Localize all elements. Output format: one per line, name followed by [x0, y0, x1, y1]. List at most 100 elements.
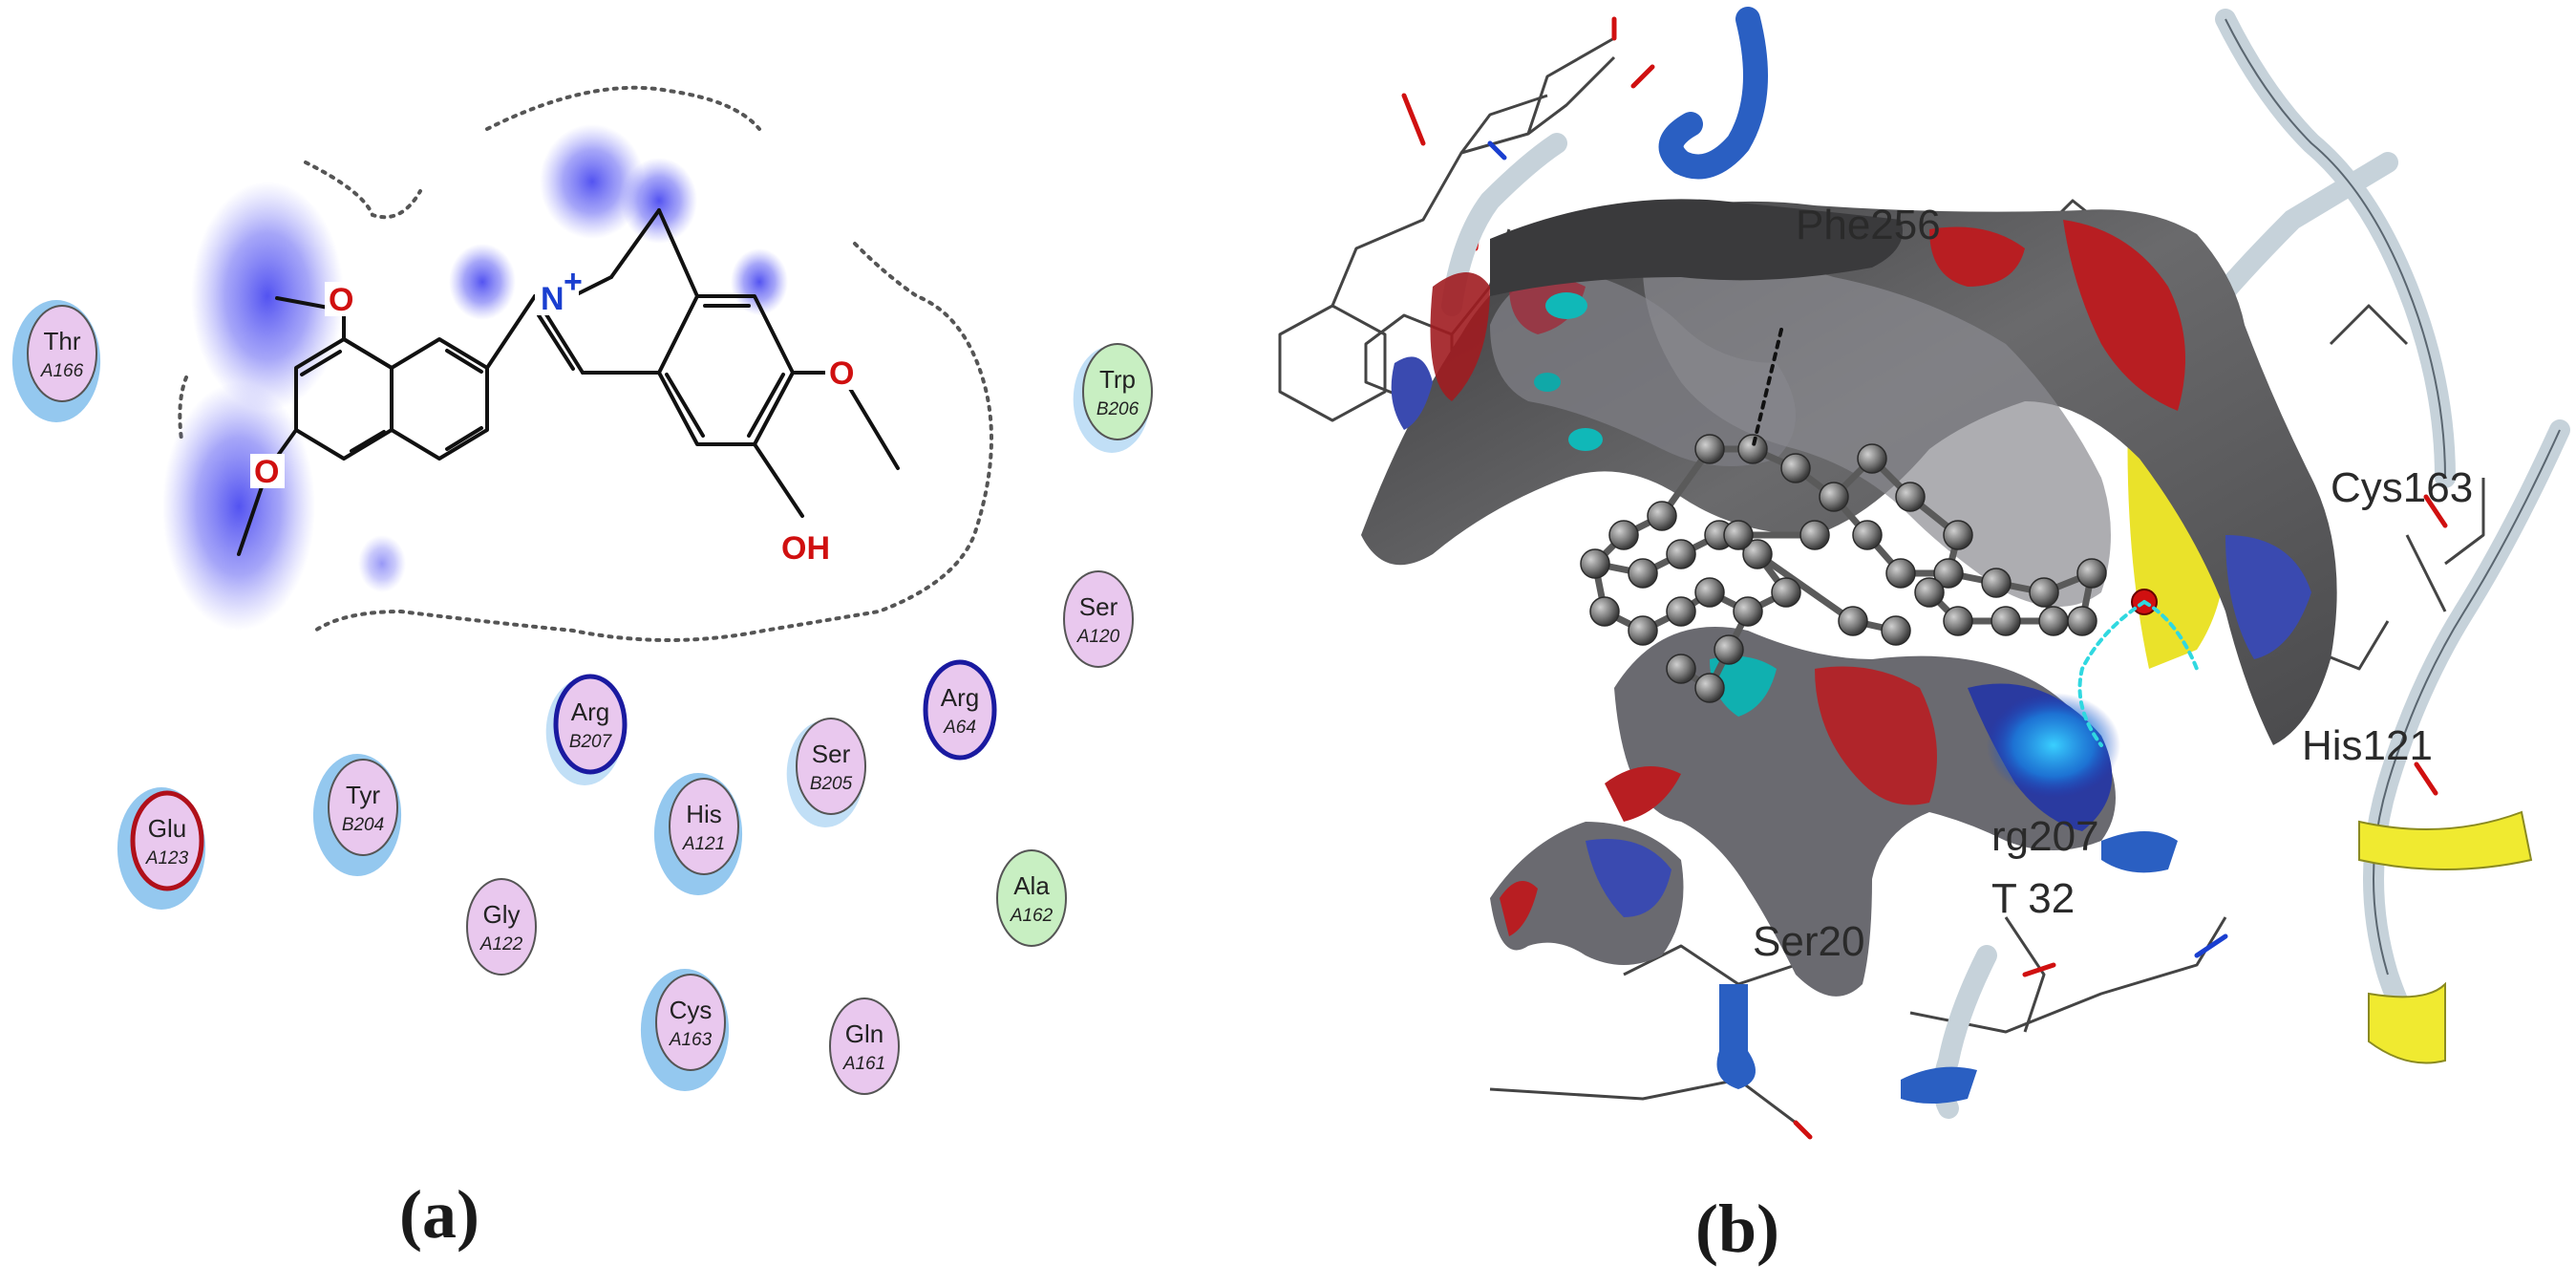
- ligand-ball-and-stick: [1580, 434, 2107, 703]
- residue-labels-3d: Phe256 Cys163 His121 rg207 T 32 Ser20: [1753, 202, 2473, 965]
- ligand-bond: [1755, 551, 1856, 624]
- residue-chain-id: B205: [810, 774, 853, 794]
- residue-disc: [553, 674, 628, 775]
- label-phe256: Phe256: [1796, 202, 1941, 248]
- residue-name: Ala: [1013, 871, 1050, 900]
- residue-chain-id: A123: [145, 848, 189, 869]
- label-thr32: T 32: [1991, 875, 2075, 922]
- blue-ribbon-stubs: [1716, 831, 2178, 1104]
- interaction-lines: [1751, 328, 2199, 747]
- residue-disc: [829, 997, 900, 1095]
- blue-ribbon-top: [1658, 7, 1768, 180]
- ligand-atom: [1737, 434, 1768, 464]
- ligand-atom: [2067, 606, 2097, 636]
- residue-name: Glu: [148, 814, 186, 843]
- residue-chain-id: B206: [1096, 399, 1139, 419]
- nitrogen-charge-label: +: [564, 264, 583, 300]
- residue-disc: [923, 659, 997, 761]
- oxygen-atom-label-lower: O: [254, 454, 279, 490]
- ligand-atom: [1628, 558, 1658, 589]
- residue-name: Thr: [44, 327, 81, 355]
- residue-disc: [1063, 570, 1134, 668]
- residue-name: Gly: [483, 900, 521, 929]
- label-ser205: Ser20: [1753, 918, 1864, 965]
- oxygen-atom-label-upper: O: [329, 282, 353, 318]
- residue-chain-id: A166: [40, 361, 84, 381]
- residue-name: Trp: [1099, 365, 1136, 394]
- label-his121: His121: [2302, 722, 2433, 769]
- residue-disc: [1082, 343, 1153, 440]
- residue-name: Arg: [571, 697, 609, 726]
- residue-disc: [466, 878, 537, 976]
- ligand-atom-labels: N + O O O OH: [250, 264, 860, 567]
- ligand-atom: [2038, 606, 2069, 636]
- label-cys163: Cys163: [2331, 464, 2473, 511]
- ligand-atom: [1943, 606, 1973, 636]
- residue-disc: [796, 718, 866, 815]
- ligand-atom: [1647, 501, 1677, 531]
- residue-name: Cys: [670, 996, 713, 1024]
- label-arg207: rg207: [1991, 813, 2099, 860]
- panel-label-b: (b): [1695, 1190, 1779, 1267]
- residue-disc: [27, 305, 97, 402]
- ligand-atom: [2029, 577, 2059, 608]
- ligand-atom: [1733, 596, 1763, 627]
- ligand-atom: [1666, 654, 1696, 684]
- residue-name: Tyr: [346, 781, 380, 809]
- ligand-atom: [2076, 558, 2107, 589]
- ligand-atom: [1694, 434, 1725, 464]
- oxygen-atom-label-right: O: [829, 355, 854, 392]
- residue-chain-id: B207: [569, 732, 613, 752]
- residue-chain-id: A161: [842, 1054, 885, 1074]
- ligand-atom: [1857, 443, 1887, 474]
- molecular-surface: [1361, 199, 2337, 997]
- ligand-atom: [1943, 520, 1973, 550]
- ligand-atom: [1838, 606, 1868, 636]
- residue-chain-id: A120: [1076, 627, 1120, 647]
- ligand-atom: [1852, 520, 1883, 550]
- ligand-atom: [1666, 539, 1696, 569]
- residue-name: Ser: [812, 740, 851, 768]
- panel-label-a: (a): [399, 1176, 479, 1253]
- ligand-atom: [1666, 596, 1696, 627]
- ligand-atom: [1694, 577, 1725, 608]
- ligand-atom: [1881, 615, 1911, 646]
- residue-name: His: [686, 800, 722, 828]
- ligand-atom: [1771, 577, 1801, 608]
- ligand-atom: [1589, 596, 1620, 627]
- residue-chain-id: B204: [342, 815, 384, 835]
- ligand-atom: [1694, 673, 1725, 703]
- ligand-atom: [1714, 634, 1744, 665]
- residue-chain-id: A163: [669, 1030, 713, 1050]
- ligand-atom: [1933, 558, 1964, 589]
- ligand-atom: [1895, 482, 1926, 512]
- ligand-atom: [1580, 548, 1610, 579]
- ligand-atom: [1885, 558, 1916, 589]
- residue-name: Gln: [845, 1019, 884, 1048]
- residue-chain-id: A121: [682, 834, 725, 854]
- residue-name: Ser: [1079, 592, 1118, 621]
- ligand-atom: [1799, 520, 1830, 550]
- residue-chain-id: A162: [1010, 906, 1054, 926]
- ligand-atom: [1991, 606, 2021, 636]
- ligand-atom: [1914, 577, 1945, 608]
- ligand-atom: [1628, 615, 1658, 646]
- residue-disc: [996, 849, 1067, 947]
- ligand-exposure-halos: [162, 124, 788, 631]
- residue-disc: [669, 778, 739, 875]
- ligand-atom: [1608, 520, 1639, 550]
